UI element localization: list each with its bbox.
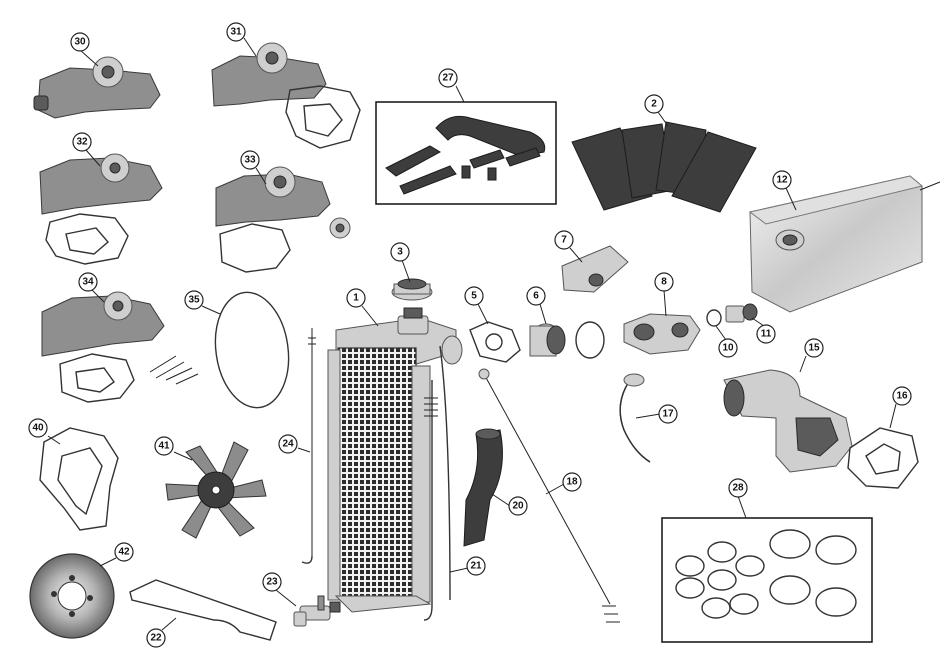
water-pump-34 xyxy=(41,291,199,403)
callout-28: 28 xyxy=(728,478,748,498)
callout-41: 41 xyxy=(154,436,174,456)
water-pump-33 xyxy=(215,166,351,273)
sender-adaptor-11 xyxy=(725,303,758,323)
outlet-gasket-16 xyxy=(847,427,919,489)
svg-text:34: 34 xyxy=(82,277,94,288)
svg-text:41: 41 xyxy=(158,441,170,452)
pulley-42 xyxy=(29,553,115,639)
svg-text:5: 5 xyxy=(471,291,477,302)
bypass-pipe-17 xyxy=(619,373,651,463)
callout-27: 27 xyxy=(438,68,458,88)
callout-24: 24 xyxy=(278,434,298,454)
svg-text:16: 16 xyxy=(896,391,908,402)
svg-text:42: 42 xyxy=(118,547,130,558)
svg-text:18: 18 xyxy=(566,477,578,488)
svg-text:28: 28 xyxy=(732,483,744,494)
fan-belt-35 xyxy=(214,291,290,409)
callout-8: 8 xyxy=(654,272,674,292)
svg-text:6: 6 xyxy=(533,291,539,302)
svg-text:27: 27 xyxy=(442,73,454,84)
svg-text:40: 40 xyxy=(32,423,44,434)
svg-text:8: 8 xyxy=(661,277,667,288)
thermostat-housing-8 xyxy=(623,313,701,355)
svg-text:23: 23 xyxy=(266,577,278,588)
callout-42: 42 xyxy=(114,542,134,562)
callout-6: 6 xyxy=(526,286,546,306)
hose-clip-kit-28 xyxy=(661,517,873,643)
svg-text:35: 35 xyxy=(188,295,200,306)
svg-text:3: 3 xyxy=(397,247,403,258)
callout-23: 23 xyxy=(262,572,282,592)
hose-kit-27 xyxy=(375,101,557,205)
callout-31: 31 xyxy=(226,22,246,42)
outlet-gasket-5 xyxy=(469,321,521,363)
spring-coils xyxy=(424,397,438,417)
radiator-muffs-2 xyxy=(571,121,757,213)
callout-5: 5 xyxy=(464,286,484,306)
svg-text:20: 20 xyxy=(512,501,524,512)
svg-text:33: 33 xyxy=(244,155,256,166)
callout-10: 10 xyxy=(718,338,738,358)
water-pump-30 xyxy=(33,56,161,119)
radiator-1 xyxy=(327,307,463,613)
callout-12: 12 xyxy=(772,170,792,190)
callout-17: 17 xyxy=(658,404,678,424)
svg-text:15: 15 xyxy=(808,343,820,354)
svg-text:32: 32 xyxy=(76,137,88,148)
pump-gasket-40 xyxy=(39,427,119,531)
thermostat-elbow-7 xyxy=(561,245,629,293)
air-deflector-22 xyxy=(129,579,277,641)
outlet-spacer-6 xyxy=(529,323,566,357)
callout-11: 11 xyxy=(756,324,776,344)
svg-text:1: 1 xyxy=(353,293,359,304)
top-hose-20 xyxy=(463,428,503,547)
svg-text:22: 22 xyxy=(150,633,162,644)
leader-lines xyxy=(47,37,897,631)
callout-22: 22 xyxy=(146,628,166,648)
callout-1: 1 xyxy=(346,288,366,308)
callout-2: 2 xyxy=(644,94,664,114)
callout-34: 34 xyxy=(78,272,98,292)
callout-35: 35 xyxy=(184,290,204,310)
svg-text:2: 2 xyxy=(651,99,657,110)
sender-washer-10 xyxy=(706,309,722,327)
callout-30: 30 xyxy=(70,32,90,52)
tie-rod-24 xyxy=(301,328,316,564)
drain-tap-23 xyxy=(293,595,341,627)
stay-rod-18 xyxy=(478,368,620,623)
cooling-fan-41 xyxy=(165,441,267,539)
water-pump-32 xyxy=(39,153,163,265)
overflow-pipe-21 xyxy=(423,345,451,621)
callout-20: 20 xyxy=(508,496,528,516)
svg-text:12: 12 xyxy=(776,175,788,186)
svg-text:10: 10 xyxy=(722,343,734,354)
header-tank-12 xyxy=(748,175,941,313)
svg-text:24: 24 xyxy=(282,439,294,450)
callout-18: 18 xyxy=(562,472,582,492)
o-ring xyxy=(575,321,605,359)
svg-text:7: 7 xyxy=(561,235,567,246)
water-outlet-elbow-15 xyxy=(723,369,853,473)
water-pump-31 xyxy=(211,42,361,149)
callout-40: 40 xyxy=(28,418,48,438)
pump-bolts xyxy=(149,355,199,385)
radiator-cap-3 xyxy=(391,278,433,301)
svg-text:31: 31 xyxy=(230,27,242,38)
callout-7: 7 xyxy=(554,230,574,250)
callout-15: 15 xyxy=(804,338,824,358)
svg-text:30: 30 xyxy=(74,37,86,48)
callout-3: 3 xyxy=(390,242,410,262)
svg-text:17: 17 xyxy=(662,409,674,420)
callout-16: 16 xyxy=(892,386,912,406)
callout-32: 32 xyxy=(72,132,92,152)
svg-text:21: 21 xyxy=(470,561,482,572)
callout-33: 33 xyxy=(240,150,260,170)
svg-text:11: 11 xyxy=(761,329,772,340)
callout-21: 21 xyxy=(466,556,486,576)
